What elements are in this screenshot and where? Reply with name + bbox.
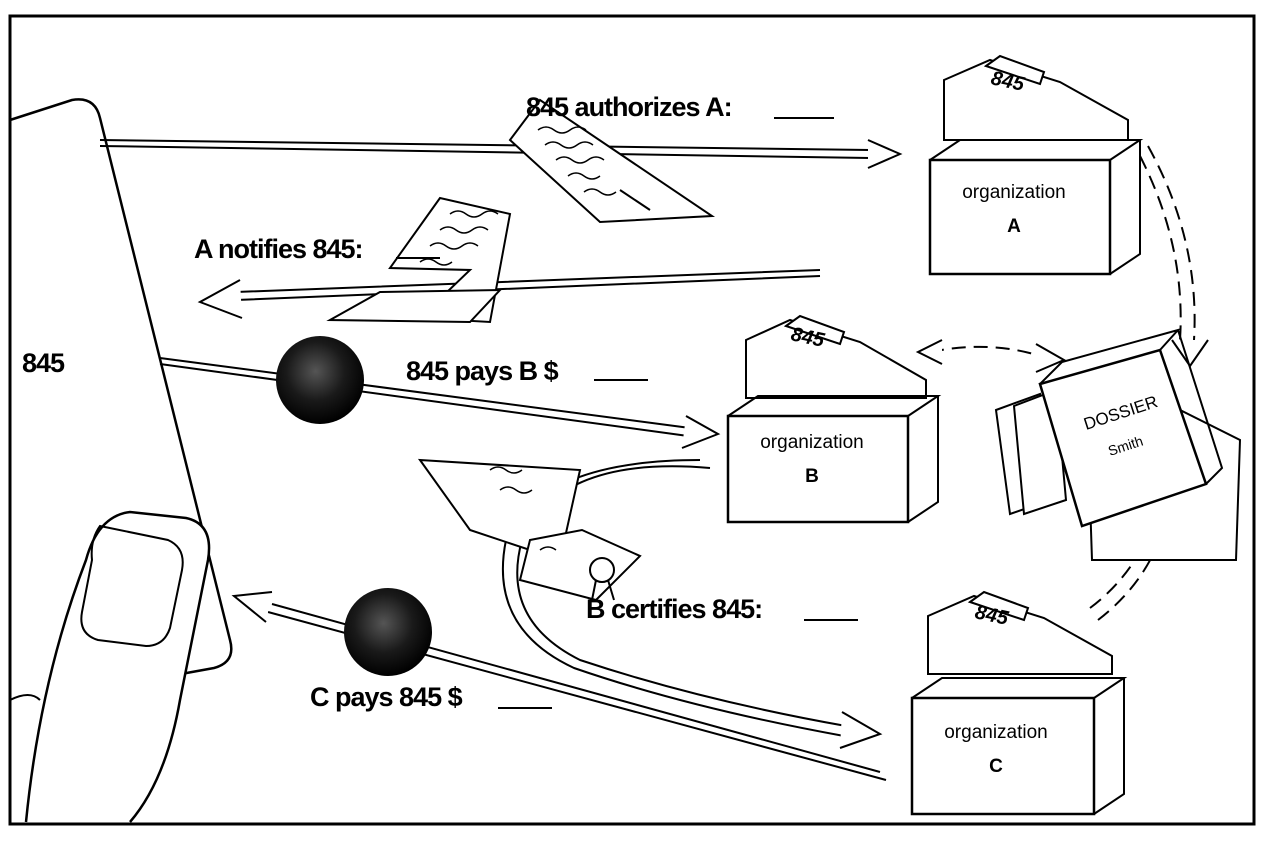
org-b-label: organization — [760, 432, 864, 453]
label-certifies: B certifies 845: — [586, 594, 762, 624]
notification-paper — [326, 196, 512, 324]
arrow-notifies — [197, 269, 821, 319]
id-card-hand — [9, 98, 233, 823]
dossier-books — [994, 328, 1242, 561]
label-authorizes: 845 authorizes A: — [526, 92, 732, 122]
label-pays-b: 845 pays B $ — [406, 356, 559, 386]
org-c-letter: C — [989, 756, 1003, 777]
organization-c-box — [910, 590, 1128, 816]
organization-a-box — [928, 54, 1144, 276]
label-notifies: A notifies 845: — [194, 234, 363, 264]
authorization-paper — [508, 98, 716, 224]
arrow-pays-b — [159, 357, 721, 449]
org-c-label: organization — [944, 722, 1048, 743]
answer-blanks — [396, 117, 858, 709]
org-a-label: organization — [962, 182, 1066, 203]
label-c-pays: C pays 845 $ — [310, 682, 463, 712]
arrow-authorizes — [99, 139, 903, 169]
coin-upper — [276, 336, 364, 424]
arrow-certifies — [501, 459, 883, 749]
certificate-paper — [417, 458, 642, 602]
dashed-arrows — [929, 145, 1196, 621]
org-a-letter: A — [1007, 216, 1021, 237]
coin-lower — [344, 588, 432, 676]
org-b-letter: B — [805, 466, 819, 487]
frame-border — [8, 14, 1256, 826]
card-label: 845 — [22, 348, 65, 378]
organization-b-box — [726, 314, 942, 524]
